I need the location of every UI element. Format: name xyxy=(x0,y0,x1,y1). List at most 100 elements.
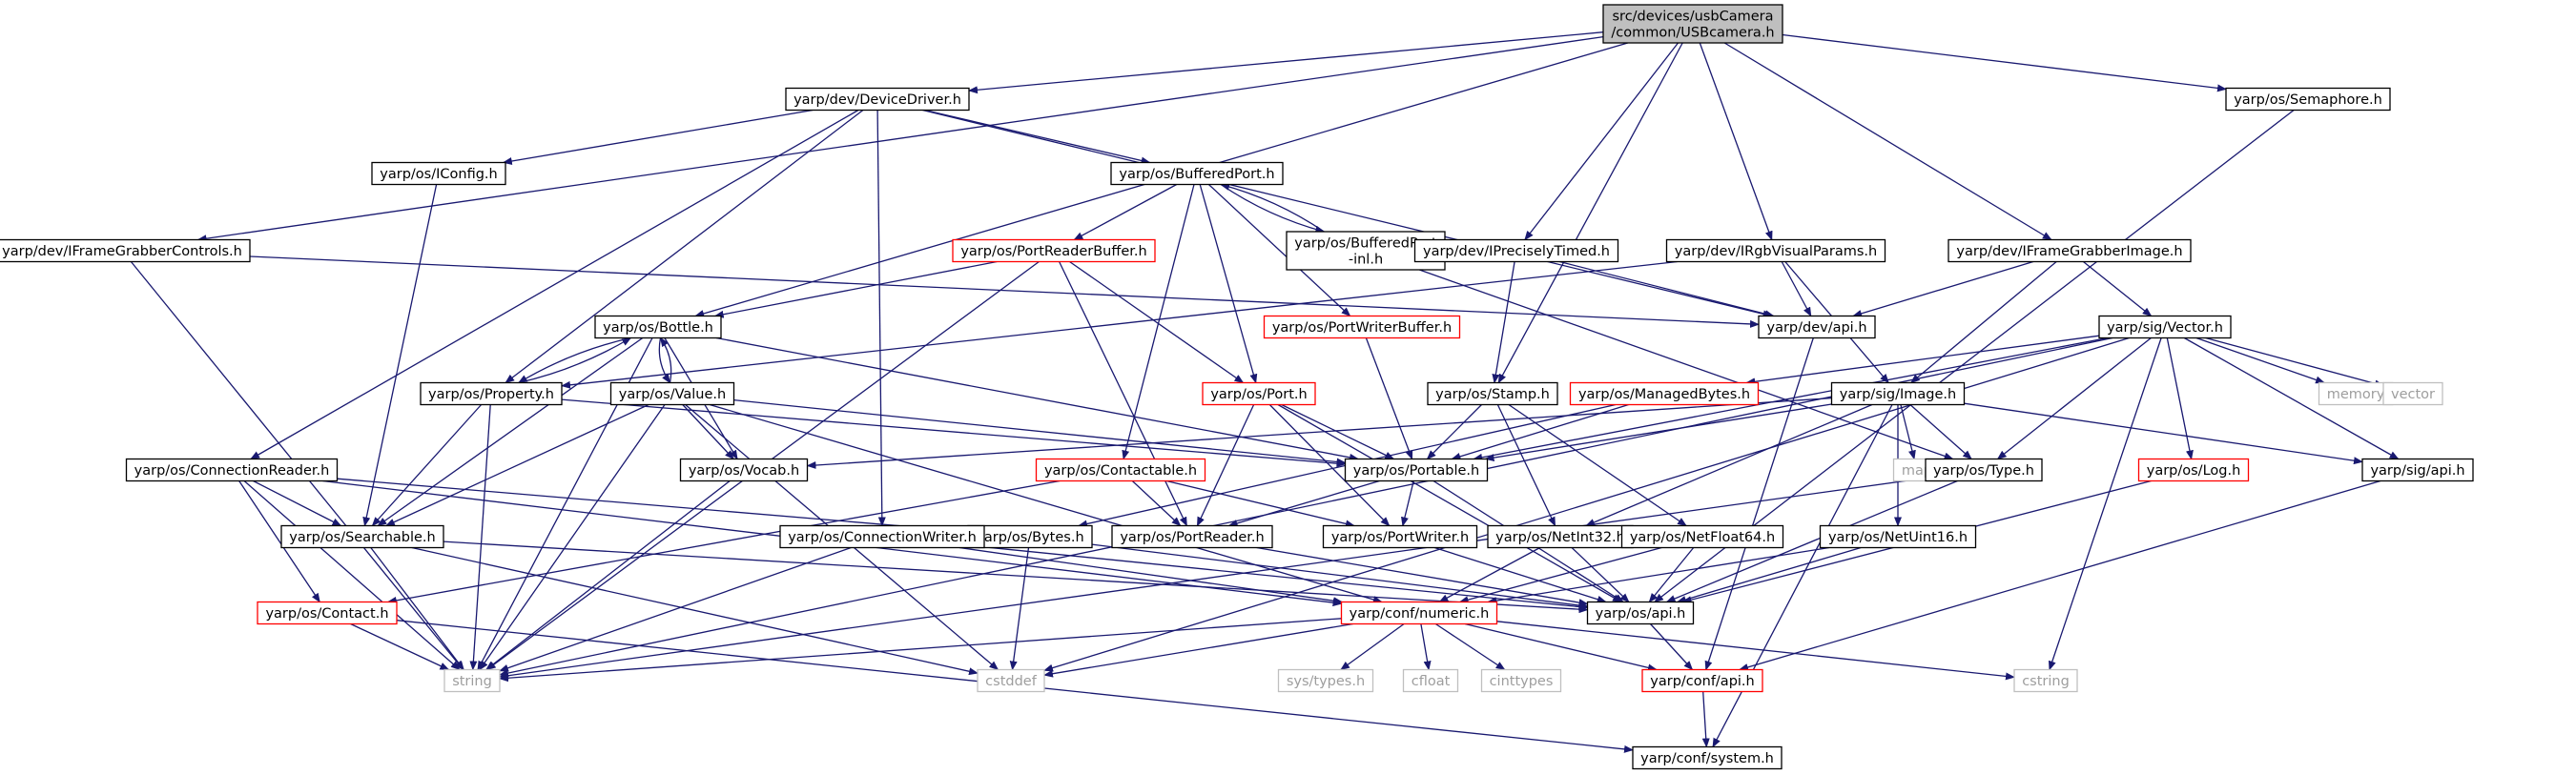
node-usbcamera[interactable]: src/devices/usbCamera/common/USBcamera.h xyxy=(1602,4,1783,44)
node-label: yarp/dev/IFrameGrabberImage.h xyxy=(1956,244,2182,259)
node-netint32[interactable]: yarp/os/NetInt32.h xyxy=(1487,524,1634,549)
node-label: yarp/sig/Vector.h xyxy=(2107,320,2223,336)
dependency-edge xyxy=(1996,337,2152,460)
node-sigapi[interactable]: yarp/sig/api.h xyxy=(2361,458,2474,482)
node-devapi[interactable]: yarp/dev/api.h xyxy=(1758,315,1876,339)
node-label: map xyxy=(1902,463,1932,479)
dependency-edge xyxy=(659,337,672,383)
node-label: yarp/os/Vocab.h xyxy=(689,463,799,479)
node-box xyxy=(2013,668,2078,693)
node-confapi[interactable]: yarp/conf/api.h xyxy=(1641,668,1763,693)
node-devicedriver[interactable]: yarp/dev/DeviceDriver.h xyxy=(785,87,970,112)
dependency-edge xyxy=(658,337,671,384)
node-label: string xyxy=(452,674,492,689)
node-box xyxy=(1925,458,2043,482)
node-iframegrabbercontrols[interactable]: yarp/dev/IFrameGrabberControls.h xyxy=(0,238,251,263)
node-box xyxy=(0,238,251,263)
dependency-edge xyxy=(1782,33,2227,92)
dependency-edge xyxy=(1434,622,1506,671)
node-label: cinttypes xyxy=(1490,674,1554,689)
node-box xyxy=(1602,4,1783,44)
node-log[interactable]: yarp/os/Log.h xyxy=(2137,458,2250,482)
dependency-edge xyxy=(1497,42,1683,384)
node-portable[interactable]: yarp/os/Portable.h xyxy=(1344,458,1489,482)
dependency-edge xyxy=(1073,183,1178,241)
dependency-edge xyxy=(1781,261,1812,317)
node-vector: vector xyxy=(2382,381,2443,406)
dependency-edge xyxy=(958,546,1344,605)
dependency-edge xyxy=(518,337,632,384)
node-connectionwriter[interactable]: yarp/os/ConnectionWriter.h xyxy=(779,524,985,549)
node-property[interactable]: yarp/os/Property.h xyxy=(420,381,563,406)
node-value[interactable]: yarp/os/Value.h xyxy=(609,381,735,406)
node-box xyxy=(609,381,735,406)
dependency-edge xyxy=(485,479,731,671)
dependency-edge xyxy=(250,109,859,460)
node-sigvector[interactable]: yarp/sig/Vector.h xyxy=(2098,315,2232,339)
node-sigimage[interactable]: yarp/sig/Image.h xyxy=(1830,381,1966,406)
node-managedbytes[interactable]: yarp/os/ManagedBytes.h xyxy=(1569,381,1760,406)
node-box xyxy=(1830,381,1966,406)
dependency-edge xyxy=(2166,337,2194,460)
node-iconfig[interactable]: yarp/os/IConfig.h xyxy=(371,161,506,186)
dependency-edge xyxy=(1340,622,1405,671)
node-osapi[interactable]: yarp/os/api.h xyxy=(1586,601,1695,625)
node-label: sys/types.h xyxy=(1287,674,1365,689)
node-portreaderbuffer[interactable]: yarp/os/PortReaderBuffer.h xyxy=(952,238,1156,263)
node-portreader[interactable]: yarp/os/PortReader.h xyxy=(1111,524,1273,549)
node-iframegrabberimage[interactable]: yarp/dev/IFrameGrabberImage.h xyxy=(1947,238,2192,263)
node-box xyxy=(1340,601,1498,625)
node-irgbvisualparams[interactable]: yarp/dev/IRgbVisualParams.h xyxy=(1665,238,1886,263)
node-label: yarp/os/PortReaderBuffer.h xyxy=(960,244,1146,259)
node-label: yarp/os/NetInt32.h xyxy=(1495,530,1625,545)
node-netfloat64[interactable]: yarp/os/NetFloat64.h xyxy=(1620,524,1784,549)
node-bytes[interactable]: yarp/os/Bytes.h xyxy=(967,524,1093,549)
node-connectionreader[interactable]: yarp/os/ConnectionReader.h xyxy=(125,458,339,482)
node-bottle[interactable]: yarp/os/Bottle.h xyxy=(594,315,722,339)
node-contactable[interactable]: yarp/os/Contactable.h xyxy=(1035,458,1206,482)
node-contact[interactable]: yarp/os/Contact.h xyxy=(257,601,398,625)
node-type[interactable]: yarp/os/Type.h xyxy=(1925,458,2043,482)
dependency-edge xyxy=(1281,403,1395,460)
dependency-edge xyxy=(1745,335,2100,386)
dependency-edge xyxy=(1739,479,2381,671)
dependency-edge xyxy=(371,404,483,527)
dependency-edge xyxy=(1648,547,1695,603)
dependency-edge xyxy=(1496,404,1556,527)
node-vocab[interactable]: yarp/os/Vocab.h xyxy=(679,458,809,482)
node-ipreciselytimed[interactable]: yarp/dev/IPreciselyTimed.h xyxy=(1413,238,1619,263)
dependency-edge xyxy=(1676,546,1862,603)
node-box xyxy=(1620,524,1784,549)
node-box xyxy=(977,668,1045,693)
dependency-edge xyxy=(806,397,1832,469)
node-box xyxy=(257,601,398,625)
dependency-edge xyxy=(1220,182,1325,233)
dependency-edge xyxy=(561,260,1678,389)
node-numeric[interactable]: yarp/conf/numeric.h xyxy=(1340,601,1498,625)
node-cstring: cstring xyxy=(2013,668,2078,693)
node-box xyxy=(1569,381,1760,406)
node-label: yarp/os/Portable.h xyxy=(1353,463,1479,479)
node-box xyxy=(1632,745,1783,770)
node-portwriterbuffer[interactable]: yarp/os/PortWriterBuffer.h xyxy=(1263,315,1461,339)
node-port[interactable]: yarp/os/Port.h xyxy=(1202,381,1316,406)
node-semaphore[interactable]: yarp/os/Semaphore.h xyxy=(2225,87,2391,112)
node-confsystem[interactable]: yarp/conf/system.h xyxy=(1632,745,1783,770)
node-box xyxy=(952,238,1156,263)
node-label: yarp/dev/DeviceDriver.h xyxy=(793,92,961,108)
node-box xyxy=(594,315,722,339)
node-label: yarp/sig/api.h xyxy=(2370,463,2464,479)
node-portwriter[interactable]: yarp/os/PortWriter.h xyxy=(1322,524,1478,549)
node-stamp[interactable]: yarp/os/Stamp.h xyxy=(1427,381,1558,406)
node-bufferedport[interactable]: yarp/os/BufferedPort.h xyxy=(1110,161,1284,186)
node-searchable[interactable]: yarp/os/Searchable.h xyxy=(280,524,444,549)
node-netuint16[interactable]: yarp/os/NetUint16.h xyxy=(1819,524,1977,549)
dependency-edge xyxy=(968,31,1604,94)
node-label: yarp/os/Semaphore.h xyxy=(2234,92,2382,108)
node-label: yarp/os/Type.h xyxy=(1933,463,2034,479)
dependency-edge xyxy=(709,403,1383,603)
dependency-edge xyxy=(1524,42,1680,241)
dependency-edge xyxy=(1426,404,1482,460)
dependency-edge xyxy=(1704,337,1814,671)
node-box xyxy=(1111,524,1273,549)
